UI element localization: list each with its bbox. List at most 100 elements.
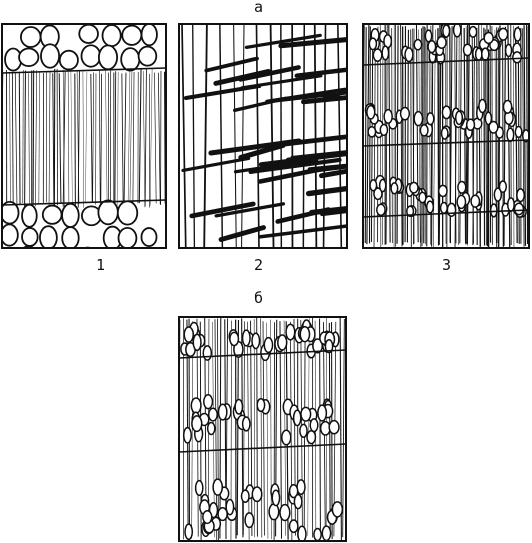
vessel-pore	[142, 250, 161, 273]
fiber-line	[105, 69, 108, 205]
fiber-line	[90, 73, 93, 203]
vessel-pore	[480, 47, 490, 62]
fiber-line	[472, 26, 476, 246]
vessel-pore	[241, 416, 251, 432]
ray-stroke	[257, 167, 322, 184]
vessel-pore	[281, 429, 292, 446]
vessel-pore	[313, 527, 322, 541]
panel-b-frame	[178, 316, 347, 542]
vessel-pore	[192, 333, 202, 352]
vessel-pore	[446, 202, 457, 218]
vessel-pore	[292, 409, 302, 427]
fiber-line	[142, 71, 146, 208]
fiber-line	[38, 71, 40, 205]
vessel-pore	[369, 179, 378, 192]
vessel-pore	[279, 503, 291, 522]
grid-line	[269, 24, 275, 248]
vessel-pore	[8, 247, 13, 248]
vessel-pore	[240, 489, 250, 503]
fiber-line	[478, 24, 481, 248]
growth-ring-line	[179, 443, 346, 453]
ray-stroke	[278, 36, 347, 49]
vessel-pore	[317, 404, 328, 422]
fiber-line	[74, 73, 76, 208]
vessel-pore	[462, 43, 473, 57]
vessel-pore	[21, 227, 39, 247]
vessel-pore	[409, 181, 419, 194]
vessel-pore	[182, 426, 193, 444]
panel-b-wood-section	[179, 317, 346, 541]
vessel-pore	[406, 205, 415, 218]
vessel-pore	[184, 523, 194, 541]
ray-stroke	[183, 84, 262, 101]
fiber-line	[18, 71, 21, 205]
fiber-line	[396, 25, 399, 244]
fiber-line	[92, 72, 94, 203]
vessel-pore	[465, 118, 476, 132]
fiber-line	[373, 29, 376, 248]
vessel-pore	[478, 98, 487, 114]
fiber-line	[415, 24, 419, 243]
vessel-pore	[513, 202, 525, 216]
vessel-pore	[399, 106, 411, 121]
vessel-pore	[331, 501, 344, 518]
vessel-pore	[493, 187, 503, 202]
ray-stroke	[238, 142, 286, 161]
vessel-pore	[120, 47, 141, 72]
vessel-pore	[78, 24, 99, 44]
panel-1-label: 1	[96, 256, 106, 274]
vessel-pore	[328, 419, 340, 435]
fiber-line	[28, 73, 30, 208]
ray-stroke	[233, 158, 319, 174]
vessel-pore	[285, 323, 296, 341]
fiber-line	[484, 29, 487, 246]
vessel-pore	[424, 29, 433, 43]
ray-stroke	[301, 95, 347, 105]
vessel-pore	[513, 27, 522, 42]
ray-stroke	[290, 150, 347, 160]
fiber-line	[62, 71, 66, 207]
vessel-pore	[512, 51, 523, 64]
fiber-line	[121, 73, 124, 203]
grid-line	[192, 24, 196, 248]
vessel-pore	[234, 398, 244, 415]
vessel-pore	[413, 38, 423, 51]
vessel-pore	[203, 394, 214, 410]
fiber-line	[100, 73, 102, 203]
ray-stroke	[308, 205, 347, 216]
vessel-pore	[309, 418, 319, 433]
vessel-pore	[372, 48, 383, 62]
vessel-pore	[437, 184, 448, 198]
grid-line	[181, 24, 187, 248]
panel-2-frame	[178, 23, 348, 249]
fiber-line	[486, 24, 489, 247]
ray-stroke	[218, 225, 266, 242]
fiber-line	[157, 72, 161, 205]
fiber-line	[250, 320, 253, 536]
vessel-pore	[379, 123, 389, 137]
vessel-pore	[439, 201, 448, 214]
fiber-line	[420, 28, 422, 248]
fiber-line	[149, 68, 153, 206]
vessel-pore	[40, 43, 61, 69]
vessel-pore	[82, 246, 93, 248]
vessel-pore	[288, 483, 299, 499]
vessel-pore	[137, 45, 158, 67]
ray-stroke	[204, 56, 259, 73]
vessel-pore	[263, 336, 274, 354]
fiber-line	[364, 27, 367, 243]
vessel-pore	[312, 338, 324, 354]
vessel-pore	[321, 525, 332, 541]
growth-ring-line	[363, 57, 529, 66]
panel-3-label: 3	[442, 256, 452, 274]
fiber-line	[342, 318, 345, 538]
panel-2-label: 2	[254, 256, 264, 274]
fiber-line	[219, 317, 222, 539]
fiber-line	[58, 73, 62, 203]
fiber-line	[70, 68, 73, 206]
vessel-pore	[256, 397, 266, 413]
vessel-pore	[58, 49, 79, 71]
vessel-pore	[452, 24, 462, 38]
vessel-pore	[404, 47, 414, 63]
grid-line	[233, 24, 237, 248]
